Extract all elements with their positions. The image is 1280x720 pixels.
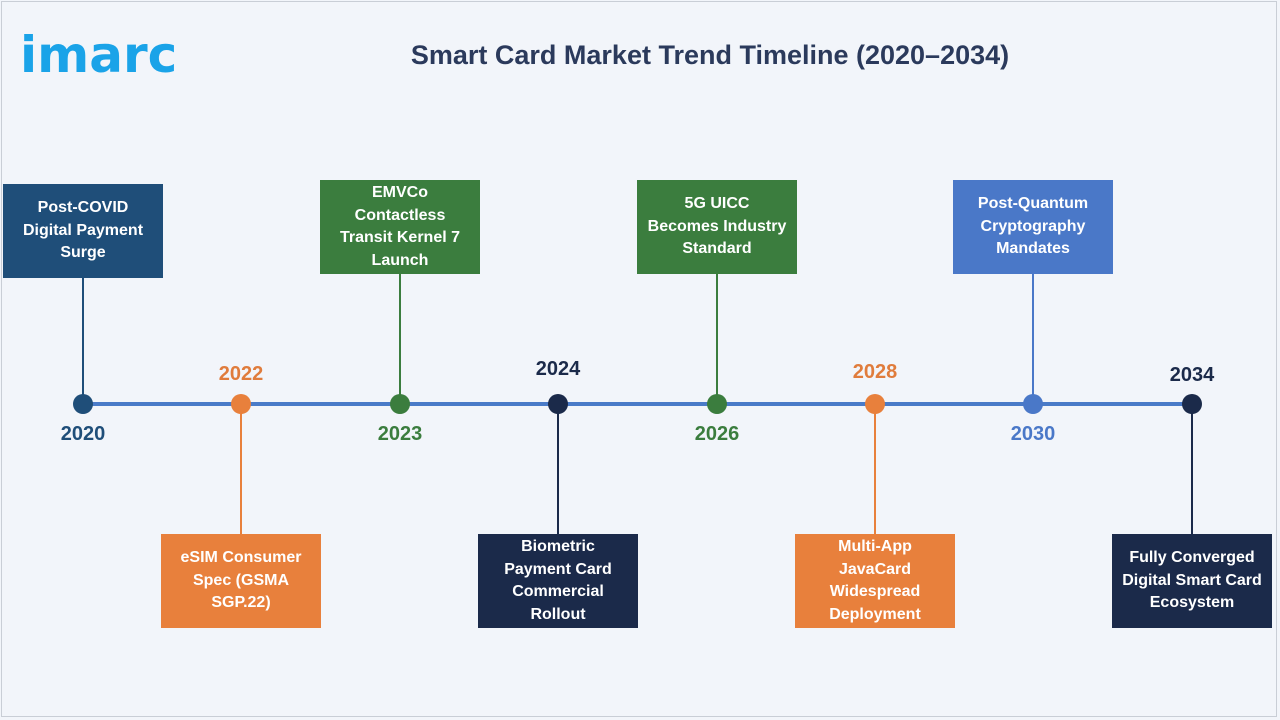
year-label: 2023 [377, 423, 423, 445]
year-label: 2026 [694, 423, 740, 445]
event-box: Post-COVID Digital Payment Surge [3, 184, 163, 278]
year-label: 2020 [60, 423, 106, 445]
timeline-dot [548, 394, 568, 414]
imarc-logo: imarc [20, 30, 177, 80]
year-label: 2030 [1010, 423, 1056, 445]
page-title: Smart Card Market Trend Timeline (2020–2… [410, 40, 1010, 70]
timeline-dot [390, 394, 410, 414]
event-box: Multi-App JavaCard Widespread Deployment [795, 534, 955, 628]
timeline-dot [73, 394, 93, 414]
timeline-dot [231, 394, 251, 414]
year-label: 2024 [535, 358, 581, 380]
event-box: Fully Converged Digital Smart Card Ecosy… [1112, 534, 1272, 628]
event-box: EMVCo Contactless Transit Kernel 7 Launc… [320, 180, 480, 274]
event-box: Biometric Payment Card Commercial Rollou… [478, 534, 638, 628]
year-label: 2028 [852, 361, 898, 383]
event-box: eSIM Consumer Spec (GSMA SGP.22) [161, 534, 321, 628]
year-label: 2022 [218, 363, 264, 385]
timeline-dot [865, 394, 885, 414]
logo-text: imarc [20, 30, 177, 80]
timeline-dot [1182, 394, 1202, 414]
event-box: Post-Quantum Cryptography Mandates [953, 180, 1113, 274]
year-label: 2034 [1169, 364, 1215, 386]
timeline-dot [707, 394, 727, 414]
timeline-dot [1023, 394, 1043, 414]
event-box: 5G UICC Becomes Industry Standard [637, 180, 797, 274]
